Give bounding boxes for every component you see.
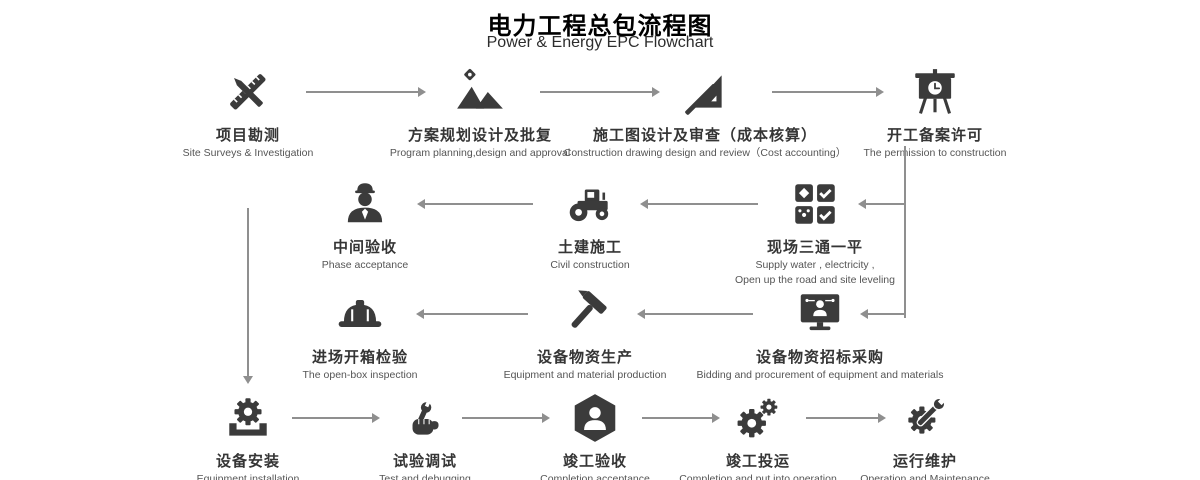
node-operation-maintenance: 运行维护 Operation and Maintenance [810, 388, 1040, 480]
node-completion-operation: 竣工投运 Completion and put into operation [643, 388, 873, 480]
node-title-zh: 开工备案许可 [886, 127, 983, 144]
node-drawing-review: 施工图设计及审查（成本核算） Construction drawing desi… [555, 62, 855, 160]
node-site-survey: 项目勘测 Site Surveys & Investigation [133, 62, 363, 160]
node-title-en: The permission to construction [863, 147, 1007, 159]
arrow-permission-to-site-preparation [858, 199, 904, 208]
node-open-box-inspection: 进场开箱检验 The open-box inspection [245, 284, 475, 382]
node-title-en: Supply water , electricity , [755, 259, 875, 271]
arrow-installation-to-test [292, 413, 380, 422]
node-title-zh: 设备物资招标采购 [755, 349, 884, 366]
node-title-zh: 中间验收 [332, 239, 397, 256]
page-title: 电力工程总包流程图 [487, 13, 713, 40]
node-title-zh: 进场开箱检验 [311, 349, 408, 366]
node-bidding-procurement: 设备物资招标采购 Bidding and procurement of equi… [670, 284, 970, 382]
node-title-en: Phase acceptance [321, 259, 409, 271]
arrow-site-preparation-to-civil [640, 199, 758, 208]
node-title-en: The open-box inspection [302, 369, 418, 381]
monitor-bidding-icon [670, 284, 970, 340]
page-subtitle: Power & Energy EPC Flowchart [486, 34, 714, 51]
site-grid-check-icon [700, 174, 930, 230]
node-title-en: Operation and Maintenance [860, 473, 990, 480]
survey-tools-icon [133, 62, 363, 118]
wrench-hand-icon [310, 388, 540, 444]
person-badge-icon [480, 388, 710, 444]
arrow-drawing-to-permission [772, 87, 884, 96]
arrow-civil-to-phase-acceptance [417, 199, 533, 208]
hardhat-icon [245, 284, 475, 340]
node-title-en: Bidding and procurement of equipment and… [696, 369, 944, 381]
node-title-zh: 方案规划设计及批复 [407, 127, 552, 144]
arrow-bidding-to-production [637, 309, 753, 318]
node-title-zh: 设备物资生产 [536, 349, 633, 366]
node-title-en: Site Surveys & Investigation [182, 147, 314, 159]
node-title-en: Equipment installation [196, 473, 300, 480]
node-title-en: Civil construction [550, 259, 630, 271]
node-title-zh: 竣工投运 [725, 453, 790, 470]
node-site-preparation: 现场三通一平 Supply water , electricity , Open… [700, 174, 930, 286]
node-title-zh: 竣工验收 [562, 453, 627, 470]
arrow-down-to-bidding [860, 309, 904, 318]
node-construction-permission: 开工备案许可 The permission to construction [820, 62, 1050, 160]
node-title-en: Test and debugging [379, 473, 471, 480]
node-title-en: Equipment and material production [503, 369, 667, 381]
node-title-en: Completion acceptance [540, 473, 650, 480]
connector-right-vertical [904, 146, 906, 318]
worker-icon [250, 174, 480, 230]
node-title-en: Program planning,design and approval [389, 147, 571, 159]
node-civil-construction: 土建施工 Civil construction [475, 174, 705, 272]
node-title-zh: 项目勘测 [215, 127, 280, 144]
gear-install-icon [133, 388, 363, 444]
arrow-operation-to-maintenance [806, 413, 886, 422]
gear-wrench-icon [810, 388, 1040, 444]
node-title-zh: 运行维护 [892, 453, 957, 470]
arrow-production-to-inspection [416, 309, 528, 318]
node-title-zh: 设备安装 [215, 453, 280, 470]
node-phase-acceptance: 中间验收 Phase acceptance [250, 174, 480, 272]
node-equipment-production: 设备物资生产 Equipment and material production [470, 284, 700, 382]
node-title-zh: 试验调试 [392, 453, 457, 470]
arrow-acceptance-to-operation [642, 413, 720, 422]
presentation-board-icon [820, 62, 1050, 118]
node-equipment-installation: 设备安装 Equipment installation [133, 388, 363, 480]
node-completion-acceptance: 竣工验收 Completion acceptance [480, 388, 710, 480]
node-title-en: Completion and put into operation [679, 473, 837, 480]
node-test-debugging: 试验调试 Test and debugging [310, 388, 540, 480]
hammer-icon [470, 284, 700, 340]
set-square-icon [555, 62, 855, 118]
node-title-zh: 土建施工 [557, 239, 622, 256]
arrow-planning-to-drawing [540, 87, 660, 96]
node-title-zh: 施工图设计及审查（成本核算） [592, 127, 817, 144]
node-title-zh: 现场三通一平 [766, 239, 863, 256]
road-roller-icon [475, 174, 705, 230]
connector-left-vertical-to-installation [243, 208, 252, 384]
arrow-test-to-completion-acceptance [462, 413, 550, 422]
node-title-en: Construction drawing design and review（C… [563, 147, 847, 159]
arrow-survey-to-planning [306, 87, 426, 96]
node-title-en-line2: Open up the road and site leveling [735, 273, 895, 286]
mountain-compass-icon [365, 62, 595, 118]
node-planning-design: 方案规划设计及批复 Program planning,design and ap… [365, 62, 595, 160]
